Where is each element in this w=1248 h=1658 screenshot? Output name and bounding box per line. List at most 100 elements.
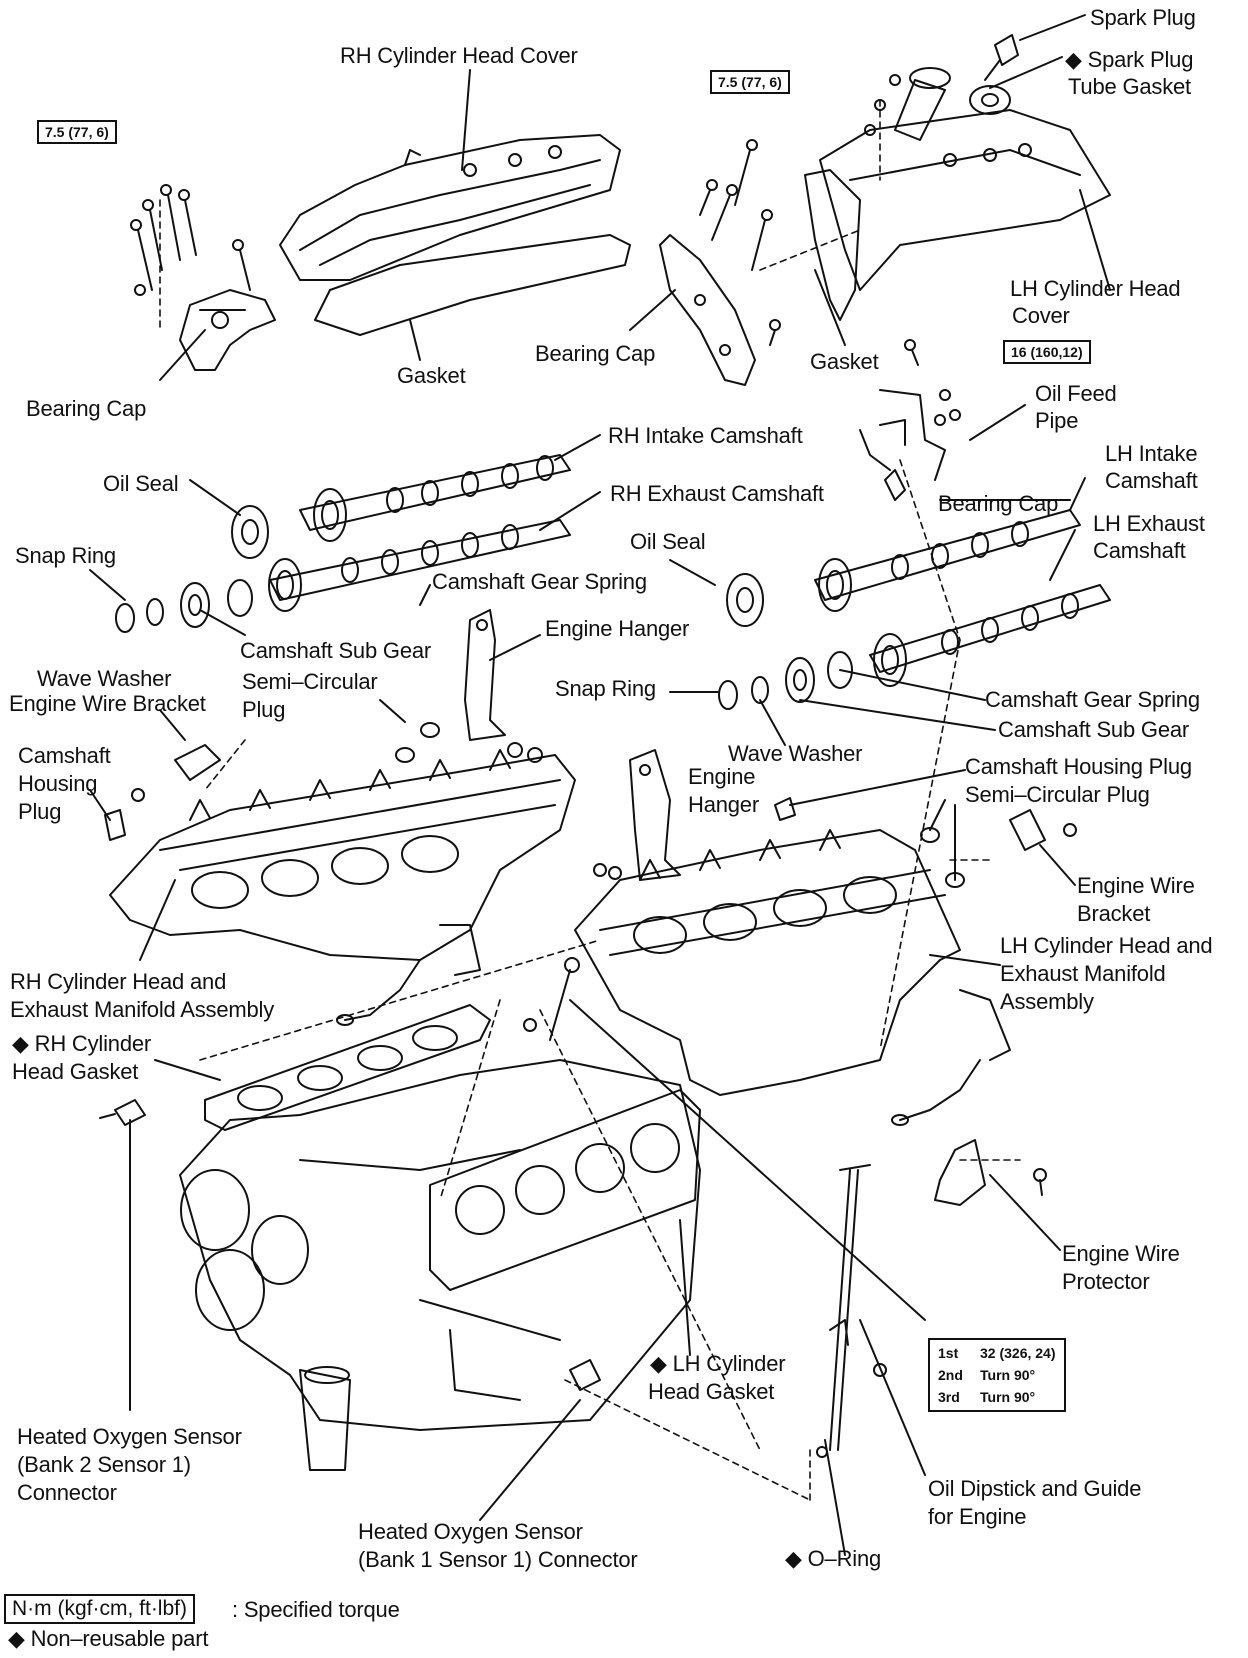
lh-head-gasket xyxy=(429,1089,701,1291)
legend-torque-text: : Specified torque xyxy=(232,1597,400,1622)
label-rh-exhaust-camshaft: RH Exhaust Camshaft xyxy=(610,481,824,506)
left-cap-bolts xyxy=(130,184,251,296)
label-semi-circular-plug-rh-line2: Plug xyxy=(242,697,286,722)
label-spark-plug: Spark Plug xyxy=(1090,5,1196,30)
lh-engine-wire-bracket xyxy=(1009,809,1077,851)
lh-camshaft-sub-gear xyxy=(785,657,815,703)
label-lh-head-exhaust-line2: Exhaust Manifold xyxy=(1000,961,1166,986)
torque-table-head-bolt: 1st 32 (326, 24) 2nd Turn 90° 3rd Turn 9… xyxy=(928,1338,1066,1412)
label-engine-hanger-lh-line1: Engine xyxy=(688,764,756,789)
torque-step-row: 2nd Turn 90° xyxy=(938,1364,1056,1386)
label-wave-washer-lh: Wave Washer xyxy=(728,741,863,766)
label-gasket-rh: Gasket xyxy=(397,363,466,388)
legend-nonreusable: ◆ Non–reusable part xyxy=(8,1626,209,1651)
rh-snap-ring xyxy=(115,603,135,633)
torque-step-row: 1st 32 (326, 24) xyxy=(938,1342,1056,1364)
mid-cap-bolts xyxy=(699,139,781,346)
label-ho2-bank1-line2: (Bank 1 Sensor 1) Connector xyxy=(358,1547,638,1572)
ho2-bank1-connector xyxy=(569,1359,601,1391)
label-lh-exhaust-camshaft-line2: Camshaft xyxy=(1093,538,1186,563)
torque-step-value: Turn 90° xyxy=(980,1367,1036,1383)
rh-exhaust-camshaft xyxy=(268,519,571,612)
torque-box-oil-pipe: 16 (160,12) xyxy=(1003,340,1091,364)
lh-intake-camshaft xyxy=(814,509,1081,612)
oil-dipstick xyxy=(829,1164,887,1451)
rh-cylinder-head-assembly xyxy=(109,749,576,1026)
lh-cylinder-head-assembly xyxy=(574,829,1011,1126)
label-ho2-bank2-line3: Connector xyxy=(17,1480,117,1505)
label-rh-intake-camshaft: RH Intake Camshaft xyxy=(608,423,803,448)
label-wave-washer-rh: Wave Washer xyxy=(37,666,172,691)
cylinder-block xyxy=(179,1059,701,1471)
label-oil-feed-pipe-line1: Oil Feed xyxy=(1035,381,1117,406)
lh-cover-small-bolts xyxy=(864,74,901,136)
legend-torque-unit-box: N·m (kgf·cm, ft·lbf) xyxy=(4,1594,195,1624)
label-oil-feed-pipe-line2: Pipe xyxy=(1035,408,1079,433)
label-snap-ring-rh: Snap Ring xyxy=(15,543,116,568)
label-lh-exhaust-camshaft-line1: LH Exhaust xyxy=(1093,511,1205,536)
label-bearing-cap-mid: Bearing Cap xyxy=(535,341,656,366)
lh-cylinder-head-cover xyxy=(819,67,1111,291)
torque-step-row: 3rd Turn 90° xyxy=(938,1386,1056,1408)
label-camshaft-sub-gear-lh: Camshaft Sub Gear xyxy=(998,717,1190,742)
label-camshaft-housing-plug-rh-line2: Housing xyxy=(18,771,98,796)
rh-engine-wire-bracket xyxy=(131,744,221,802)
rh-semi-circular-plugs xyxy=(395,722,440,763)
leader-lines xyxy=(89,14,1111,1556)
label-bearing-cap-lh: Bearing Cap xyxy=(938,491,1059,516)
head-bolt xyxy=(523,957,580,1041)
label-spark-plug-tube-gasket-line2: Tube Gasket xyxy=(1068,74,1191,99)
label-engine-hanger-lh-line2: Hanger xyxy=(688,792,759,817)
label-rh-head-gasket-line1: ◆ RH Cylinder xyxy=(12,1031,152,1056)
label-lh-cylinder-head-cover-line1: LH Cylinder Head xyxy=(1010,276,1181,301)
engine-wire-protector xyxy=(934,1139,1047,1206)
lh-snap-ring xyxy=(718,680,738,710)
label-ho2-bank2-line2: (Bank 2 Sensor 1) xyxy=(17,1452,191,1477)
label-lh-head-exhaust-line1: LH Cylinder Head and xyxy=(1000,933,1213,958)
torque-step-value: Turn 90° xyxy=(980,1389,1036,1405)
label-semi-circular-plug-lh: Semi–Circular Plug xyxy=(965,782,1150,807)
torque-box-mid-cap: 7.5 (77, 6) xyxy=(710,70,790,94)
label-ho2-bank2-line1: Heated Oxygen Sensor xyxy=(17,1424,242,1449)
label-lh-head-gasket-line2: Head Gasket xyxy=(648,1379,775,1404)
rh-head-gasket xyxy=(204,1004,491,1131)
label-oil-dipstick-line2: for Engine xyxy=(928,1504,1027,1529)
lh-wave-washer xyxy=(751,676,769,704)
label-engine-wire-bracket-rh: Engine Wire Bracket xyxy=(9,691,206,716)
rh-camshaft-sub-gear xyxy=(180,582,210,628)
label-oil-seal-lh: Oil Seal xyxy=(630,529,706,554)
label-bearing-cap-left: Bearing Cap xyxy=(26,396,147,421)
label-engine-wire-protector-line1: Engine Wire xyxy=(1062,1241,1180,1266)
rh-cylinder-head-cover xyxy=(279,134,621,281)
rh-wave-washer xyxy=(146,598,164,626)
torque-box-left-cap: 7.5 (77, 6) xyxy=(37,120,117,144)
lh-oil-seal xyxy=(726,573,764,627)
rh-engine-hanger xyxy=(464,609,543,763)
label-engine-wire-protector-line2: Protector xyxy=(1062,1269,1150,1294)
spark-plug-tube-gasket xyxy=(969,85,1011,115)
rh-intake-camshaft xyxy=(299,454,571,542)
label-rh-head-exhaust-line1: RH Cylinder Head and xyxy=(10,969,227,994)
lh-engine-hanger xyxy=(593,749,681,881)
label-camshaft-gear-spring-lh: Camshaft Gear Spring xyxy=(985,687,1200,712)
label-engine-hanger-rh: Engine Hanger xyxy=(545,616,690,641)
label-rh-head-exhaust-line2: Exhaust Manifold Assembly xyxy=(10,997,275,1022)
mid-bearing-cap xyxy=(659,234,756,386)
label-lh-cylinder-head-cover-line2: Cover xyxy=(1012,303,1070,328)
oil-feed-pipe xyxy=(859,339,961,501)
lh-exhaust-camshaft xyxy=(869,584,1111,687)
ho2-bank2-connector xyxy=(99,1099,146,1126)
label-ho2-bank1-line1: Heated Oxygen Sensor xyxy=(358,1519,583,1544)
torque-step-label: 2nd xyxy=(938,1367,963,1383)
label-lh-head-gasket-line1: ◆ LH Cylinder xyxy=(650,1351,786,1376)
torque-step-value: 32 (326, 24) xyxy=(980,1345,1056,1361)
label-rh-cylinder-head-cover: RH Cylinder Head Cover xyxy=(340,43,578,68)
rh-bearing-cap xyxy=(179,289,276,371)
label-o-ring: ◆ O–Ring xyxy=(785,1546,882,1571)
label-camshaft-sub-gear-rh: Camshaft Sub Gear xyxy=(240,638,432,663)
label-oil-dipstick-line1: Oil Dipstick and Guide xyxy=(928,1476,1142,1501)
rh-camshaft-housing-plug xyxy=(104,809,126,841)
torque-step-label: 3rd xyxy=(938,1389,960,1405)
spark-plug xyxy=(984,34,1019,81)
